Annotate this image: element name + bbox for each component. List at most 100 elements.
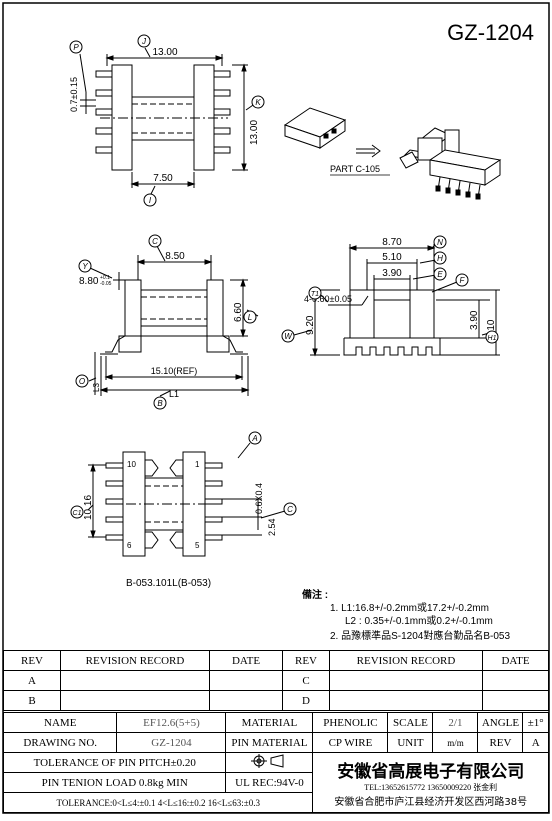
dim-pitch-value: 2.54 <box>267 518 277 536</box>
balloon-c: C <box>152 237 158 246</box>
balloon-e: E <box>437 270 443 279</box>
company-block: 安徽省高展电子有限公司 TEL:13652615772 13650009220 … <box>312 752 549 813</box>
rev-header-2: REV <box>282 650 330 671</box>
dim-l3-label: L3 <box>92 383 101 392</box>
pin-material-value: CP WIRE <box>312 732 389 753</box>
date-cell <box>209 670 283 691</box>
record-cell <box>60 690 210 711</box>
company-name: 安徽省高展电子有限公司 <box>337 762 525 782</box>
rev-cell: B <box>3 690 61 711</box>
revision-table: REV REVISION RECORD DATE REV REVISION RE… <box>3 650 549 711</box>
revision-header-row: REV REVISION RECORD DATE REV REVISION RE… <box>3 650 549 671</box>
dim-y-tol-upper: +0.1 <box>100 275 110 281</box>
balloon-y: Y <box>82 262 88 271</box>
scale-value: 2/1 <box>432 712 479 733</box>
side-view <box>88 245 259 397</box>
balloon-j: J <box>141 37 147 46</box>
company-address: 安徽省合肥市庐江县经济开发区西河路38号 <box>334 797 528 808</box>
projection-symbol <box>225 752 314 773</box>
rev-cell: A <box>3 670 61 691</box>
rev-cell: D <box>282 690 330 711</box>
balloon-k: K <box>255 98 261 107</box>
dim-h1-value: 5.10 <box>486 319 497 339</box>
revision-row: A C <box>3 670 549 691</box>
part-isometric <box>283 107 502 200</box>
company-tel: TEL:13652615772 13650009220 张金利 <box>364 783 498 792</box>
dim-l1-label: L1 <box>169 389 179 399</box>
top-view <box>79 47 257 197</box>
angle-label: ANGLE <box>477 712 524 733</box>
drawing-caption: B-053.101L(B-053) <box>126 578 211 589</box>
balloon-labels: J P K I C Y L O B N H E F T1 W H1 A C C1 <box>73 37 497 517</box>
dim-h-value: 5.10 <box>382 252 402 263</box>
dim-n-value: 8.70 <box>382 237 402 248</box>
balloon-w: W <box>284 332 293 341</box>
rev-header-1: REV <box>3 650 61 671</box>
date-cell <box>482 670 549 691</box>
notes-line3: 2. 品豫標準品S-1204對應台勤品名B-053 <box>330 629 510 642</box>
balloon-c2: C <box>287 505 293 514</box>
notes-heading: 備注 : <box>302 588 328 601</box>
dim-j-value: 13.00 <box>152 47 177 58</box>
balloon-i: I <box>149 196 152 205</box>
dim-pin-size-value: 0.6X0.4 <box>254 483 264 514</box>
scale-label: SCALE <box>387 712 434 733</box>
date-cell <box>209 690 283 711</box>
balloon-p: P <box>73 43 79 52</box>
date-cell <box>482 690 549 711</box>
dim-k-value: 13.00 <box>249 120 260 145</box>
dim-t-value: 4-0.60±0.05 <box>304 294 352 304</box>
end-view <box>293 243 500 357</box>
pin-label-5: 5 <box>195 541 200 550</box>
balloon-h1: H1 <box>488 335 497 342</box>
pin-label-6: 6 <box>127 541 132 550</box>
dim-y-value: 8.80 <box>79 276 99 287</box>
balloon-o: O <box>79 377 85 386</box>
date-header-1: DATE <box>209 650 283 671</box>
name-label: NAME <box>2 712 118 733</box>
tolerance-pitch: TOLERANCE OF PIN PITCH±0.20 <box>2 752 227 773</box>
part-label: PART C-105 <box>330 164 380 174</box>
unit-value: m/m <box>432 732 479 753</box>
pin-label-10: 10 <box>127 460 136 469</box>
projection-icon <box>251 754 284 768</box>
balloon-f: F <box>460 276 466 285</box>
balloon-l: L <box>248 313 252 322</box>
dim-span-value: 10.16 <box>83 495 94 520</box>
pin-material-label: PIN MATERIAL <box>225 732 314 753</box>
pin-load: PIN TENION LOAD 0.8kg MIN <box>2 772 227 793</box>
material-label: MATERIAL <box>225 712 314 733</box>
balloon-n: N <box>437 238 443 247</box>
dim-w-value: 9.20 <box>305 315 316 335</box>
pin-view <box>87 442 286 557</box>
notes-line2: L2 : 0.35+/-0.1mm或0.2+/-0.1mm <box>345 615 493 627</box>
dim-c-value: 8.50 <box>165 251 185 262</box>
drawing-no-label: DRAWING NO. <box>2 732 118 753</box>
dim-y-tol-lower: -0.05 <box>100 281 112 287</box>
balloon-b: B <box>157 399 163 408</box>
balloon-a: A <box>251 434 257 443</box>
general-tolerance: TOLERANCE:0<L≤4:±0.1 4<L≤16:±0.2 16<L≤63… <box>2 792 314 813</box>
balloons <box>69 34 499 519</box>
dim-f-value: 3.90 <box>469 310 480 330</box>
dim-p-value: 0.7±0.15 <box>69 77 79 112</box>
ul-rec: UL REC:94V-0 <box>225 772 314 793</box>
drawing-no-value: GZ-1204 <box>116 732 227 753</box>
drawing-title: GZ-1204 <box>447 20 534 45</box>
rev-label: REV <box>477 732 524 753</box>
unit-label: UNIT <box>387 732 434 753</box>
balloon-h: H <box>437 254 443 263</box>
dim-e-value: 3.90 <box>382 268 402 279</box>
dim-l-value: 6.60 <box>233 302 244 322</box>
balloon-c1: C1 <box>73 510 82 517</box>
revision-record-header-2: REVISION RECORD <box>329 650 483 671</box>
revision-row: B D <box>3 690 549 711</box>
dim-i-value: 7.50 <box>153 173 173 184</box>
notes: 備注 : 1. L1:16.8+/-0.2mm或17.2+/-0.2mm L2 … <box>302 588 510 642</box>
title-block: NAME EF12.6(5+5) MATERIAL PHENOLIC SCALE… <box>2 712 549 813</box>
record-cell <box>329 670 483 691</box>
rev-cell: C <box>282 670 330 691</box>
